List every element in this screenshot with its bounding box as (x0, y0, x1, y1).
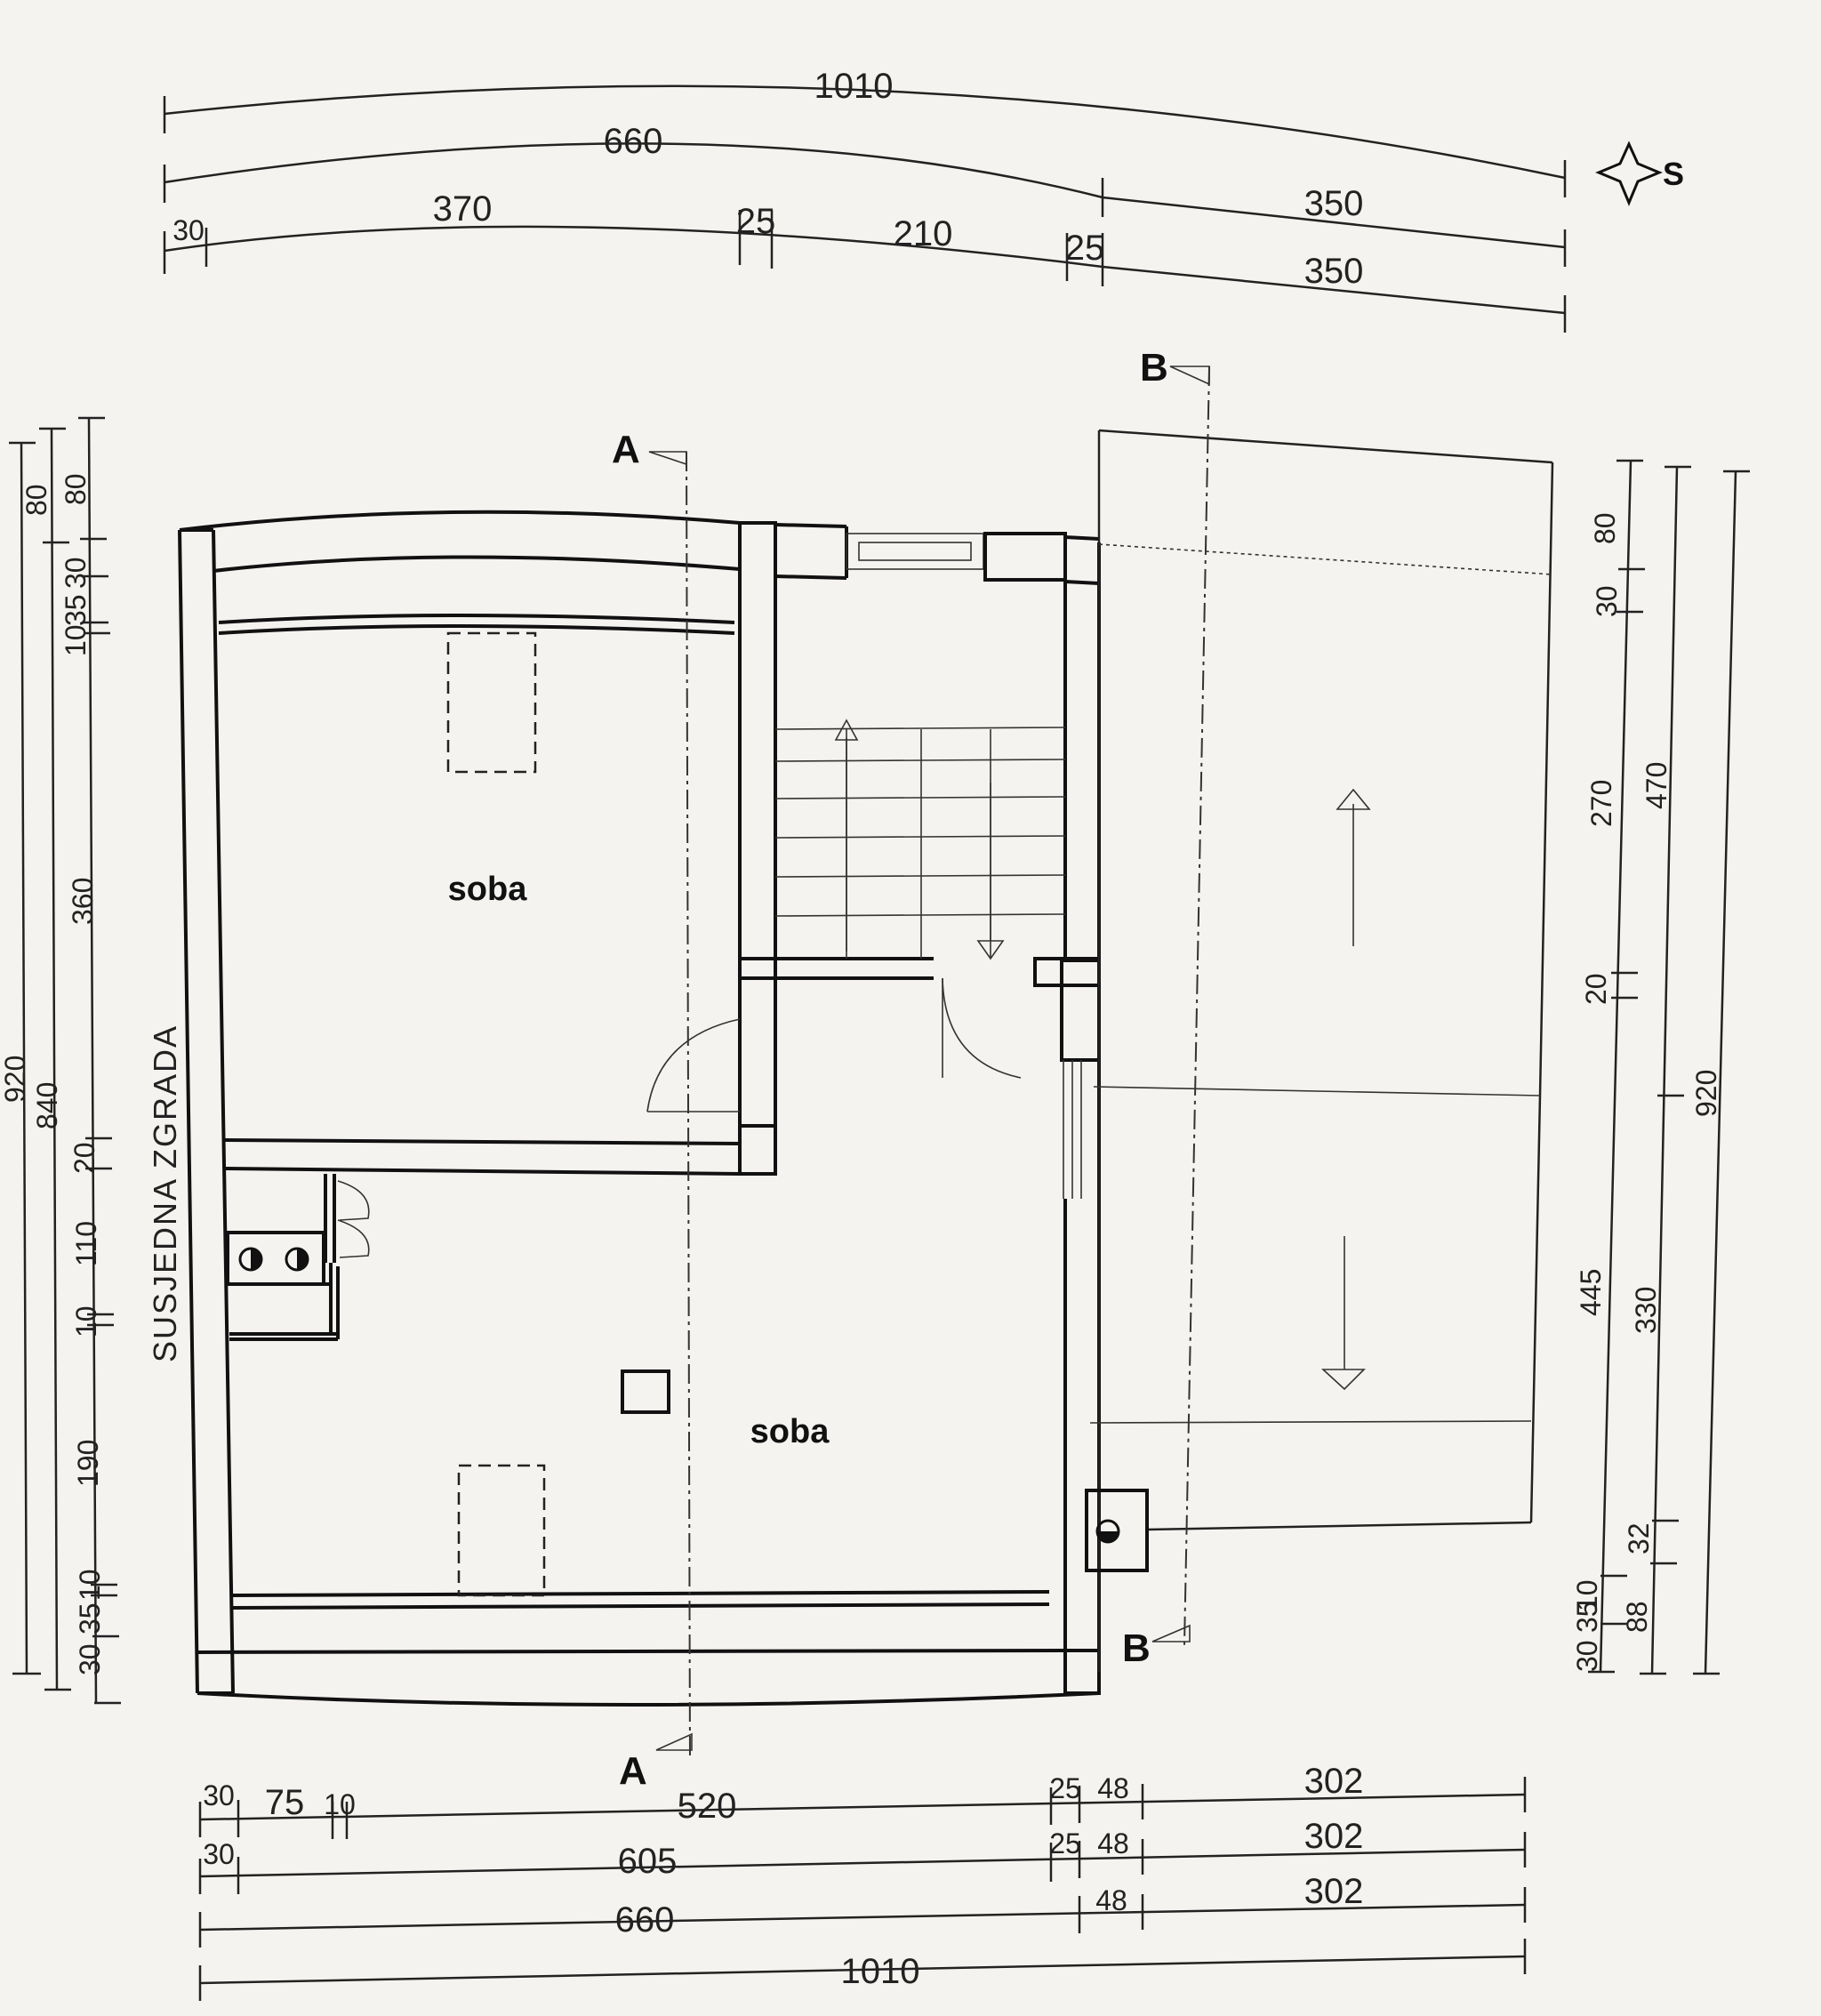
chimney-box (1085, 1489, 1149, 1572)
doors (646, 977, 1022, 1112)
left-dim-920: 920 (0, 1056, 31, 1103)
top-dim-370: 370 (433, 189, 493, 229)
bottom-dim-605: 605 (618, 1842, 678, 1881)
ramp-down-arrow-icon (1320, 1369, 1366, 1391)
overhead-outline (446, 631, 537, 774)
section-a-bottom: A (619, 1749, 647, 1793)
right-dimensions: 80 30 270 20 445 10 35 30 470 330 32 88 … (1571, 459, 1750, 1675)
left-dim-30: 30 (60, 557, 92, 589)
bottom-dim-25a: 25 (1049, 1772, 1081, 1804)
bottom-dim-48b: 48 (1097, 1827, 1129, 1859)
ramp-up-arrow-icon (1336, 788, 1371, 810)
top-dim-30: 30 (172, 214, 205, 246)
right-dim-445: 445 (1575, 1269, 1607, 1316)
right-dim-32: 32 (1623, 1522, 1655, 1554)
right-dim-330: 330 (1630, 1287, 1662, 1334)
section-b-top: B (1140, 346, 1168, 390)
top-dim-25b: 25 (1065, 229, 1105, 268)
top-dimensions: 1010 660 350 30 370 25 210 25 350 (163, 67, 1567, 333)
bottom-dim-520: 520 (678, 1787, 737, 1826)
section-lines: A A B B (612, 346, 1210, 1793)
left-dim-840: 840 (31, 1082, 63, 1129)
right-dim-470: 470 (1641, 762, 1673, 809)
bottom-dim-30a: 30 (203, 1779, 235, 1811)
left-dim-110: 110 (70, 1221, 102, 1266)
top-dim-660: 660 (604, 122, 663, 161)
right-dim-920: 920 (1690, 1070, 1722, 1117)
top-dim-350a: 350 (1304, 184, 1364, 223)
section-a-top: A (612, 428, 640, 471)
bottom-dim-302b: 302 (1304, 1817, 1364, 1856)
stair-up-arrow-icon (834, 719, 859, 741)
left-dim-10c: 10 (74, 1569, 106, 1601)
bottom-dim-302c: 302 (1304, 1872, 1364, 1911)
bottom-dim-660: 660 (615, 1900, 675, 1940)
left-dim-80b: 80 (60, 473, 92, 505)
left-dim-35: 35 (60, 594, 92, 626)
right-dim-80: 80 (1589, 512, 1621, 544)
right-dim-270: 270 (1585, 780, 1617, 827)
staircase (774, 719, 1066, 960)
section-b-bottom: B (1122, 1626, 1151, 1670)
chimney-square (621, 1369, 670, 1414)
neighbor-building-label: SUSJEDNA ZGRADA (147, 1024, 183, 1362)
top-dim-350b: 350 (1304, 252, 1364, 291)
bottom-dim-48c: 48 (1095, 1884, 1127, 1916)
right-dim-30b: 30 (1571, 1640, 1603, 1672)
bottom-dim-overall: 1010 (841, 1952, 920, 1991)
bottom-dim-75: 75 (265, 1783, 305, 1822)
left-dim-20: 20 (68, 1142, 100, 1174)
right-dim-88: 88 (1621, 1601, 1653, 1633)
ramp-area (1085, 429, 1554, 1672)
building-walls (178, 510, 1101, 1707)
bottom-dim-30b: 30 (203, 1838, 235, 1870)
left-dim-10a: 10 (60, 624, 92, 656)
room-label-lower: soba (750, 1413, 830, 1450)
stair-down-arrow-icon (976, 940, 1005, 960)
top-dim-overall: 1010 (814, 67, 894, 106)
bottom-dim-10: 10 (324, 1788, 356, 1820)
room-label-upper: soba (448, 871, 528, 908)
left-dim-190: 190 (72, 1440, 104, 1487)
top-dim-25a: 25 (736, 202, 776, 241)
right-dim-30: 30 (1591, 585, 1623, 617)
north-label: S (1663, 156, 1684, 192)
left-dimensions: 920 840 80 80 30 35 10 360 20 110 10 190… (0, 416, 121, 1705)
left-dim-30b: 30 (74, 1643, 106, 1675)
right-dim-20: 20 (1580, 973, 1612, 1005)
left-dim-10b: 10 (70, 1305, 102, 1337)
left-dim-80a: 80 (20, 484, 52, 516)
left-dim-35b: 35 (74, 1602, 106, 1634)
bottom-dim-48a: 48 (1097, 1772, 1129, 1804)
right-dim-35: 35 (1571, 1601, 1603, 1633)
left-dim-360: 360 (67, 878, 99, 925)
bottom-dim-25b: 25 (1049, 1827, 1081, 1859)
bottom-dimensions: 30 75 10 520 25 48 302 30 605 25 48 302 … (198, 1762, 1527, 2001)
right-dim-10: 10 (1571, 1579, 1603, 1611)
compass-star-icon: S (1595, 141, 1684, 206)
top-dim-210: 210 (894, 214, 953, 253)
overhead-outline (457, 1464, 546, 1597)
bottom-dim-302a: 302 (1304, 1762, 1364, 1801)
